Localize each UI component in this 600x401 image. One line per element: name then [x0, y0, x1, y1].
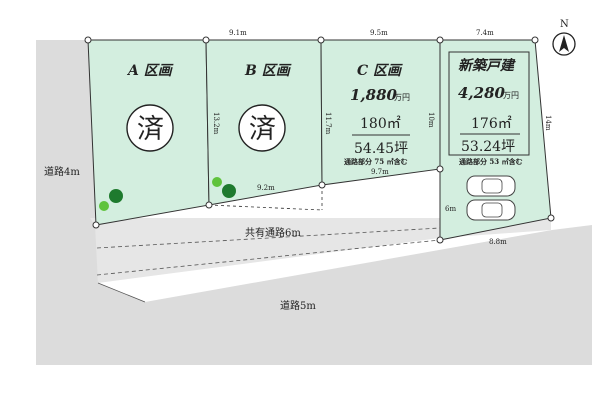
sold-badge-b	[238, 104, 286, 152]
corner-marker	[436, 36, 444, 44]
dim-d-left: 6m	[445, 205, 456, 213]
dim-d-right: 14m	[544, 115, 552, 131]
lot-a-status: 済	[137, 114, 164, 145]
lot-c-area-m2: 180㎡	[360, 116, 401, 132]
new-house-box	[448, 51, 530, 156]
driveway-dash-bottom	[96, 239, 441, 276]
dim-bc-side: 11.7m	[324, 112, 332, 135]
dim-b-top: 9.5m	[370, 29, 388, 37]
tree-dark-icon	[222, 184, 236, 198]
lot-c-price-unit: 万円	[394, 93, 410, 102]
lot-d-note: 通路部分 53 ㎡含む	[459, 157, 523, 166]
corner-marker	[436, 165, 444, 173]
compass-needle	[559, 35, 569, 52]
tree-light-icon	[99, 201, 109, 211]
compass-label: N	[560, 19, 569, 30]
corner-marker	[202, 36, 210, 44]
corner-marker	[317, 36, 325, 44]
lot-d-area-m2: 176㎡	[471, 116, 512, 132]
corner-marker	[92, 221, 100, 229]
sold-badge-a	[126, 104, 174, 152]
driveway-edge	[97, 282, 146, 303]
dim-c-top: 7.4m	[476, 29, 494, 37]
dim-d-bottom: 8.8m	[489, 238, 507, 246]
road-bottom-label: 道路5m	[280, 299, 316, 312]
corner-marker	[318, 181, 326, 189]
car-window	[481, 178, 503, 194]
corner-marker	[84, 36, 92, 44]
lot-d-area-tsubo: 53.24坪	[461, 139, 515, 155]
lot-c-price: 1,880	[350, 86, 398, 104]
lot-a-name: A 区画	[126, 63, 174, 79]
lot-d-price-unit: 万円	[503, 91, 519, 100]
driveway-dash-top	[96, 227, 441, 249]
dim-ab-side: 13.2m	[212, 112, 220, 135]
car-icon	[466, 199, 516, 221]
corner-marker	[436, 236, 444, 244]
lot-c-area-tsubo: 54.45坪	[354, 141, 408, 157]
compass-icon	[552, 32, 576, 56]
corner-markers	[84, 36, 555, 244]
dim-c-right: 10m	[427, 112, 435, 128]
road-area	[36, 40, 592, 365]
lot-c-note: 通路部分 75 ㎡含む	[344, 157, 408, 166]
dim-a-top: 9.1m	[229, 29, 247, 37]
lot-b-status: 済	[249, 114, 276, 145]
dim-b-bottom: 9.2m	[257, 184, 275, 192]
corner-marker	[547, 214, 555, 222]
lot-c-name: C 区画	[357, 63, 403, 79]
road-left-label: 道路4m	[44, 165, 80, 178]
car-window	[481, 202, 503, 218]
shared-driveway	[90, 218, 551, 283]
corner-marker	[531, 36, 539, 44]
corner-marker	[205, 201, 213, 209]
car-icon	[466, 175, 516, 197]
car-body	[466, 199, 516, 221]
tree-dark-icon	[109, 189, 123, 203]
car-body	[466, 175, 516, 197]
lot-b-driveway-dash	[208, 204, 323, 211]
dim-c-bottom: 9.7m	[371, 168, 389, 176]
lot-b-name: B 区画	[244, 63, 292, 79]
shared-road-label: 共有通路6m	[245, 226, 301, 239]
lot-d-name: 新築戸建	[458, 57, 516, 74]
lot-d-price: 4,280	[458, 84, 506, 102]
tree-light-icon	[212, 177, 222, 187]
